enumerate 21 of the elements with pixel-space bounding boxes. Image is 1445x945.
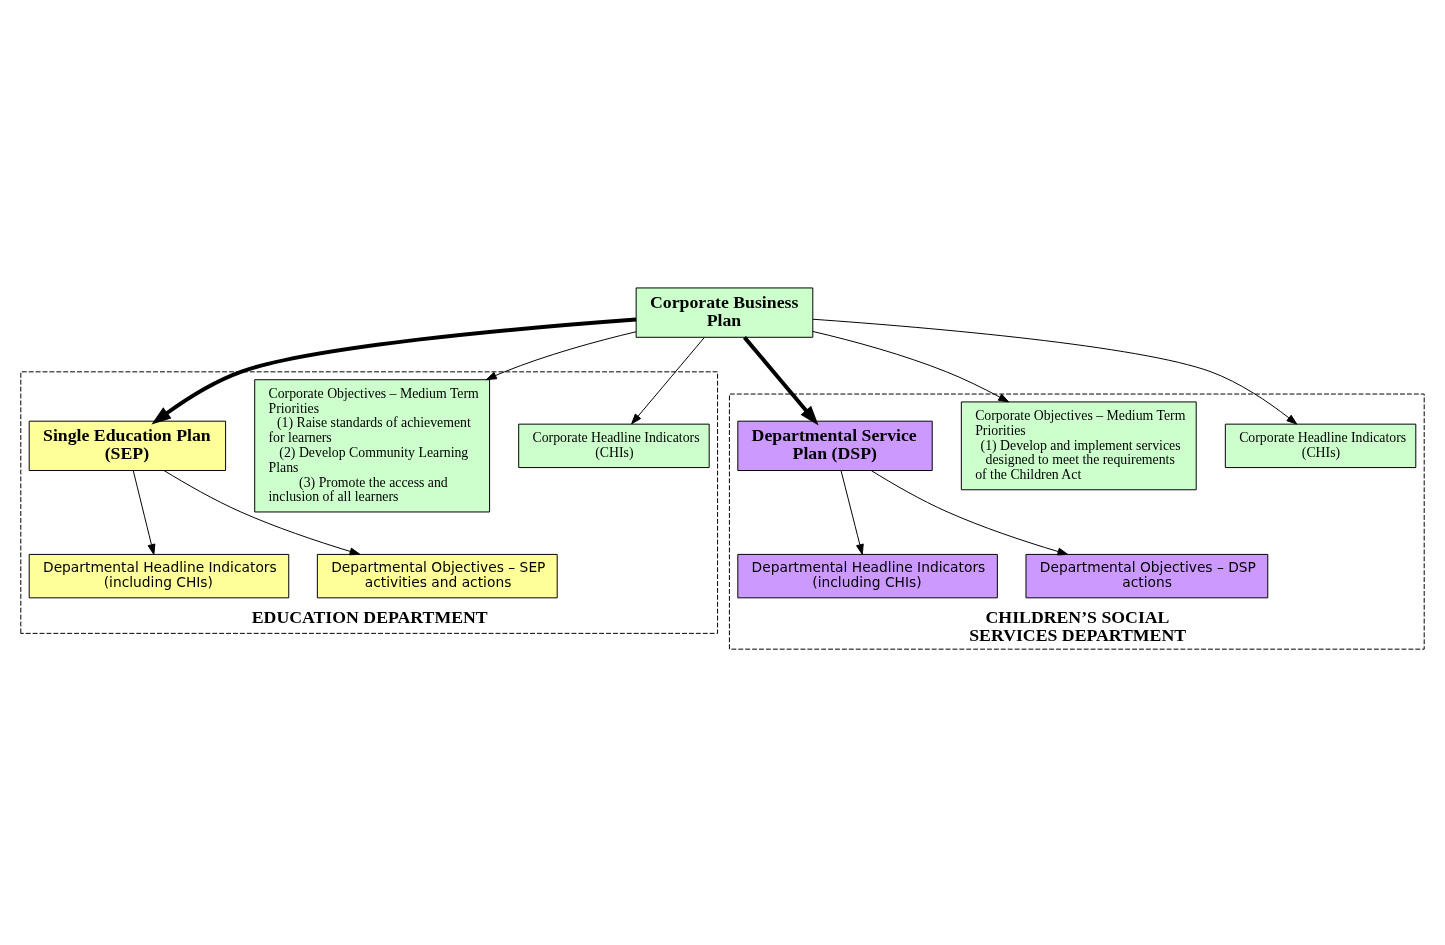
arrow [485, 331, 637, 381]
node-box: Departmental Headline Indicators (including CHIs) [28, 553, 290, 599]
arrow [743, 336, 819, 426]
node-box: Departmental Service Plan (DSP) [737, 420, 933, 472]
arrow [631, 336, 705, 425]
arrow [870, 470, 1069, 556]
arrow [840, 470, 864, 555]
node-box: Corporate Headline Indicators (CHIs) [518, 423, 710, 469]
node-box: Single Education Plan (SEP) [28, 420, 227, 472]
arrow [812, 330, 1010, 403]
arrow [151, 317, 637, 425]
node-box: Corporate Objectives – Medium Term Priorities (1) Raise standards of achievement for learners (2) Develop Community Learning Plans (3) Promote the access and inclusion of all learners [254, 379, 491, 513]
arrow [812, 318, 1298, 425]
node-box: Departmental Objectives – DSP actions [1025, 553, 1269, 599]
node-box: Corporate Business Plan [635, 287, 814, 338]
node-box: Departmental Headline Indicators (including CHIs) [737, 553, 998, 599]
arrow [132, 470, 156, 555]
node-box: Departmental Objectives – SEP activities and actions [316, 553, 558, 599]
node-box: Corporate Objectives – Medium Term Priorities (1) Develop and implement services designed to meet the requirements of the Children Act [960, 401, 1197, 491]
arrow [163, 470, 361, 556]
node-box: Corporate Headline Indicators (CHIs) [1224, 423, 1417, 469]
